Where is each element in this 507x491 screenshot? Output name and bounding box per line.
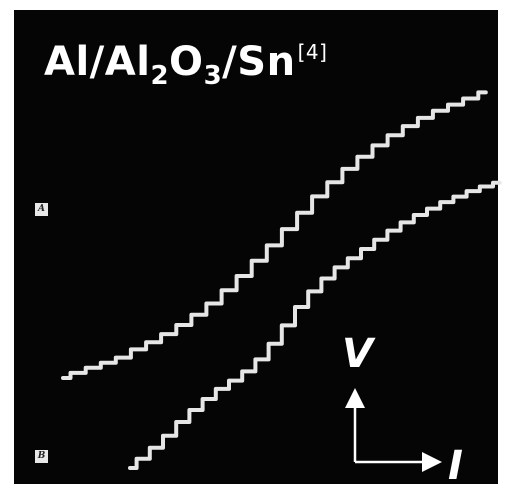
axes-indicator	[345, 388, 442, 472]
title-sub-2: 2	[150, 61, 170, 91]
title-part-sn: /Sn	[222, 39, 296, 85]
series-tag-b: B	[35, 450, 48, 463]
trace-b	[128, 180, 502, 470]
title-part-al: Al/Al	[44, 39, 151, 85]
y-axis-label: V	[342, 331, 373, 377]
traces-group	[61, 90, 502, 470]
trace-a	[61, 90, 488, 380]
title-part-o: O	[169, 39, 204, 85]
series-tag-a: A	[35, 203, 48, 216]
title-reference: [4]	[297, 40, 328, 64]
title-sub-3: 3	[203, 61, 223, 91]
x-axis-label: I	[448, 443, 463, 489]
plot-panel	[14, 10, 498, 484]
chart-title: Al/Al2O3/Sn[4]	[44, 28, 327, 100]
